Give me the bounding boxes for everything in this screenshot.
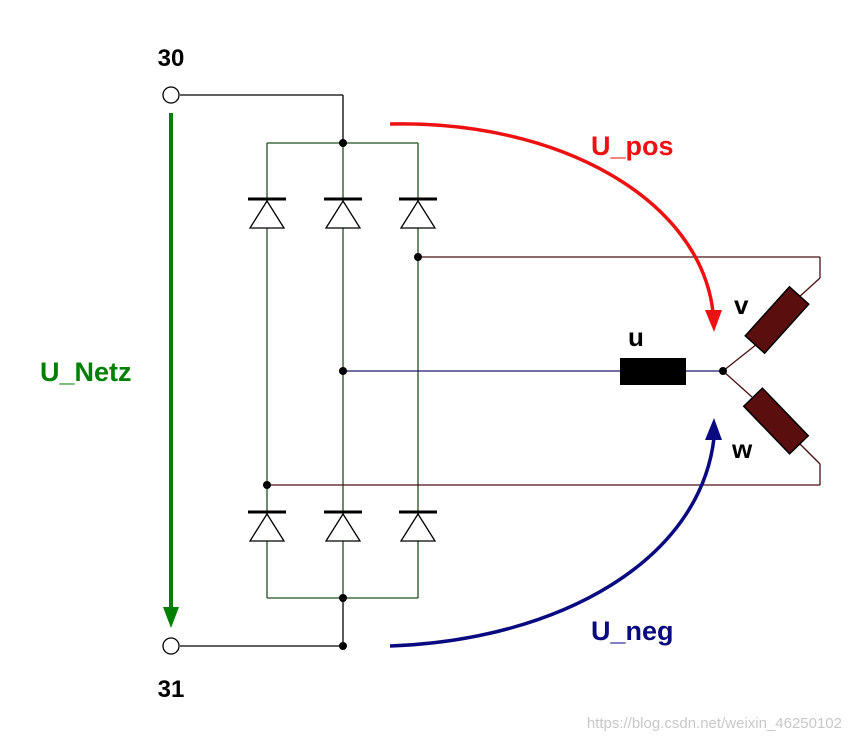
- phase-u-label: u: [628, 322, 644, 352]
- terminal-30-label: 30: [158, 45, 185, 72]
- diode-upper-1: [248, 197, 286, 229]
- diode-upper-3: [399, 197, 437, 229]
- u-neg-label: U_neg: [591, 616, 674, 646]
- winding-w: [742, 387, 810, 455]
- supply-wires: [180, 94, 344, 647]
- winding-v: [744, 285, 810, 355]
- winding-u: [620, 358, 686, 385]
- u-netz-label: U_Netz: [40, 357, 132, 387]
- watermark: https://blog.csdn.net/weixin_46250102: [587, 715, 842, 732]
- u-pos-label: U_pos: [591, 131, 674, 161]
- phase-w-label: w: [731, 434, 753, 464]
- diode-upper-2: [324, 197, 362, 229]
- terminal-31-label: 31: [158, 676, 185, 703]
- diode-lower-3: [399, 510, 437, 542]
- arrow-u-netz: [163, 113, 179, 628]
- diodes-lower: [248, 510, 437, 542]
- junction-dots: [263, 139, 727, 650]
- terminal-31: [162, 637, 180, 655]
- phase-wire-w: [267, 370, 821, 486]
- phase-v-label: v: [734, 290, 749, 320]
- terminal-30: [162, 86, 180, 104]
- arrow-u-neg: [389, 418, 722, 648]
- diode-lower-1: [248, 510, 286, 542]
- diodes-upper: [248, 197, 437, 229]
- phase-wire-v: [418, 256, 821, 372]
- diode-lower-2: [324, 510, 362, 542]
- arrow-u-pos: [389, 122, 722, 332]
